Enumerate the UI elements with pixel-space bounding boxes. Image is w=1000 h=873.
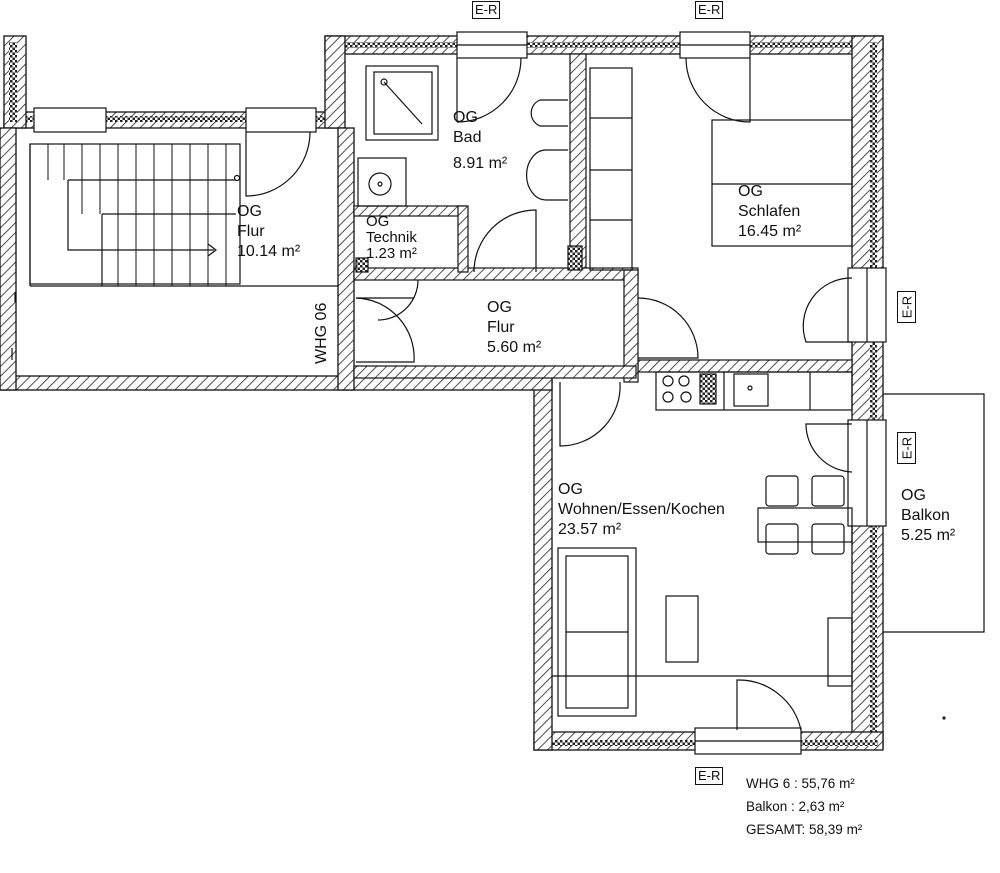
room-name: Flur bbox=[487, 319, 515, 336]
door-swings bbox=[245, 57, 853, 731]
room-label-schlafen: OG Schlafen 16.45 m² bbox=[738, 182, 801, 242]
summary-value: 2,63 m² bbox=[798, 799, 845, 814]
room-area: 5.60 m² bbox=[487, 339, 542, 356]
room-floor: OG bbox=[366, 213, 390, 230]
window-tag: E-R bbox=[695, 767, 724, 785]
room-name: Flur bbox=[237, 223, 265, 240]
room-name: Balkon bbox=[901, 507, 950, 524]
room-label-balkon: OG Balkon 5.25 m² bbox=[901, 486, 955, 546]
summary-row: Balkon : 2,63 m² bbox=[746, 795, 862, 818]
room-floor: OG bbox=[453, 109, 478, 126]
window-tag: E-R bbox=[695, 1, 724, 19]
outer-walls bbox=[0, 35, 884, 751]
room-label-bad: OG Bad 8.91 m² bbox=[453, 108, 507, 174]
room-label-wohnen: OG Wohnen/Essen/Kochen 23.57 m² bbox=[558, 480, 725, 540]
window-tag-vertical: E-R bbox=[897, 432, 916, 464]
apartment-label: WHG 06 bbox=[313, 302, 330, 364]
inner-walls bbox=[353, 53, 853, 383]
window-tag-vertical: E-R bbox=[897, 291, 916, 323]
summary-sep: : bbox=[790, 776, 802, 791]
summary-sep: : bbox=[801, 822, 810, 837]
windows bbox=[33, 31, 887, 755]
room-area: 8.91 m² bbox=[453, 155, 508, 172]
room-floor: OG bbox=[738, 183, 763, 200]
room-floor: OG bbox=[487, 299, 512, 316]
room-area: 16.45 m² bbox=[738, 223, 802, 240]
room-floor: OG bbox=[558, 481, 583, 498]
summary-row: WHG 6 : 55,76 m² bbox=[746, 772, 862, 795]
summary-label: GESAMT bbox=[746, 822, 802, 837]
room-floor: OG bbox=[901, 487, 926, 504]
room-label-flur-stair: OG Flur 10.14 m² bbox=[237, 202, 300, 262]
room-name: Technik bbox=[366, 229, 417, 246]
summary-label: Balkon bbox=[746, 799, 788, 814]
room-label-technik: OG Technik 1.23 m² bbox=[366, 214, 417, 262]
window-tag-text: E-R bbox=[899, 295, 914, 319]
window-tag-text: E-R bbox=[899, 436, 914, 460]
room-area: 10.14 m² bbox=[237, 243, 301, 260]
room-name: Bad bbox=[453, 129, 482, 146]
window-tag: E-R bbox=[472, 1, 501, 19]
summary-value: 58,39 m² bbox=[809, 822, 863, 837]
summary-value: 55,76 m² bbox=[801, 776, 855, 791]
room-floor: OG bbox=[237, 203, 262, 220]
summary-row: GESAMT: 58,39 m² bbox=[746, 818, 862, 841]
fixtures bbox=[11, 65, 985, 720]
room-name: Schlafen bbox=[738, 203, 801, 220]
summary-label: WHG 6 bbox=[746, 776, 791, 791]
room-label-flur: OG Flur 5.60 m² bbox=[487, 298, 541, 358]
room-name: Wohnen/Essen/Kochen bbox=[558, 501, 725, 518]
area-summary: WHG 6 : 55,76 m² Balkon : 2,63 m² GESAMT… bbox=[746, 772, 862, 841]
room-area: 1.23 m² bbox=[366, 245, 417, 262]
staircase bbox=[29, 143, 338, 287]
room-area: 23.57 m² bbox=[558, 521, 622, 538]
summary-sep: : bbox=[787, 799, 799, 814]
room-area: 5.25 m² bbox=[901, 527, 956, 544]
